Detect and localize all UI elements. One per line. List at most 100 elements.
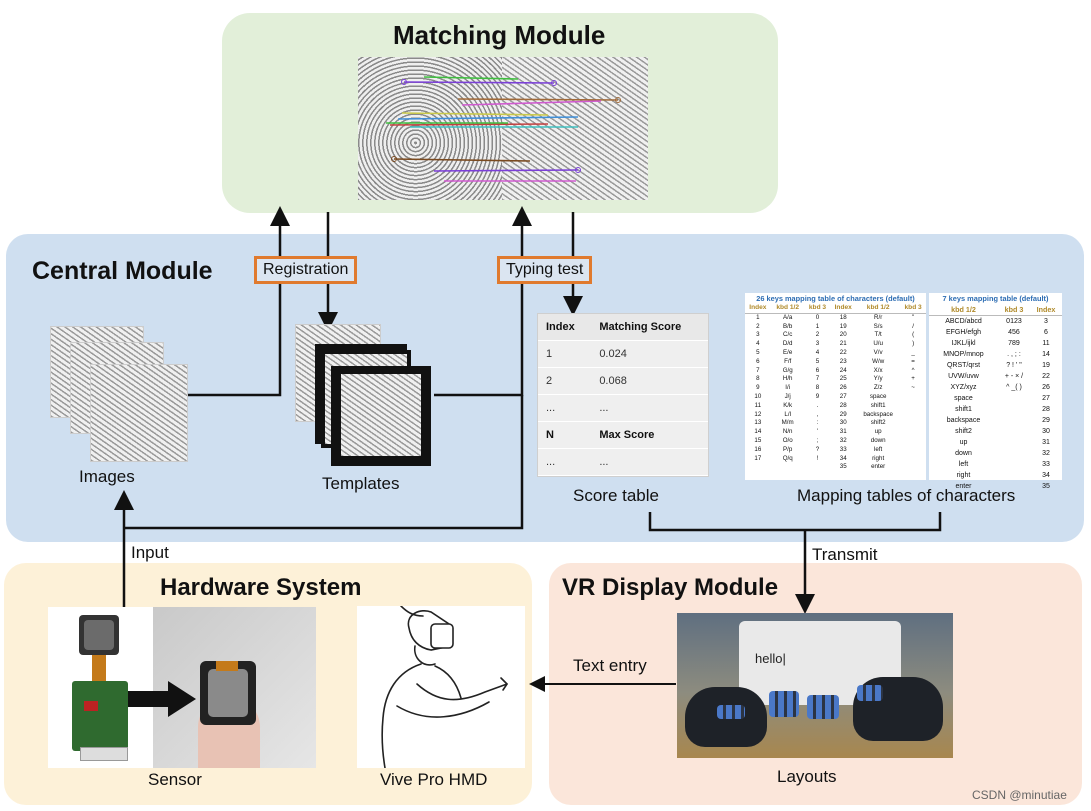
- table-cell: left: [874, 445, 883, 453]
- score-table-header-score: Matching Score: [591, 314, 708, 341]
- table-row: QRST/qrst? ! ' "19: [929, 360, 1062, 371]
- table-cell: 11: [754, 401, 762, 409]
- table-cell: =: [911, 357, 915, 365]
- fingerprint-templates-stack: [295, 324, 440, 466]
- table-cell: ^: [911, 366, 915, 374]
- table-cell: B/b: [783, 322, 793, 330]
- table-cell: 13: [754, 419, 762, 427]
- table-cell: ,: [816, 410, 819, 418]
- table-cell: W/w: [872, 357, 885, 365]
- table-cell: [998, 393, 1030, 404]
- table-cell: left: [958, 461, 969, 468]
- score-table-caption: Score table: [573, 486, 659, 505]
- table-cell: 29: [839, 410, 847, 418]
- table-cell: 19: [839, 322, 847, 330]
- table-cell: [998, 415, 1030, 426]
- table-cell: 22: [1042, 373, 1050, 380]
- table-cell: 0: [815, 313, 820, 321]
- table-cell: 4: [756, 340, 760, 348]
- table-cell: 31: [839, 428, 847, 436]
- table-cell: 8: [815, 384, 820, 392]
- table-cell: [900, 419, 926, 428]
- table-cell: 1: [756, 313, 760, 321]
- table-cell: :: [816, 419, 819, 427]
- table-cell: 0123: [1006, 318, 1022, 325]
- table-cell: 10: [754, 392, 762, 400]
- sensor-label: Sensor: [148, 770, 202, 789]
- table-cell: ": [912, 313, 915, 321]
- table-cell: 25: [839, 375, 847, 383]
- table-cell: +: [911, 375, 915, 383]
- table-cell: 5: [815, 357, 820, 365]
- table-cell: 8: [756, 375, 760, 383]
- table-cell: D/d: [782, 340, 793, 348]
- layouts-label: Layouts: [777, 767, 837, 786]
- vr-layout-screenshot: hello|: [677, 613, 953, 758]
- table-cell: [805, 463, 831, 472]
- table-cell: ~: [911, 384, 915, 392]
- transmit-label: Transmit: [812, 545, 878, 564]
- table-cell: 3: [815, 340, 820, 348]
- table-header-cell: kbd 1/2: [856, 304, 901, 314]
- table-cell: backspace: [946, 417, 981, 424]
- table-row: N Max Score: [538, 421, 708, 449]
- table-cell: enter: [955, 483, 972, 490]
- table-cell: space: [954, 395, 973, 402]
- table-cell: [998, 426, 1030, 437]
- table-cell: !: [816, 454, 819, 462]
- match-lines: [386, 76, 621, 182]
- table-cell: 6: [1044, 329, 1048, 336]
- table-cell: E/e: [783, 348, 793, 356]
- table-cell: 27: [1042, 395, 1050, 402]
- table-cell: + - × /: [1004, 373, 1024, 380]
- table-header-cell: kbd 1/2: [770, 304, 805, 314]
- table-cell: P/p: [783, 445, 793, 453]
- typing-test-label: Typing test: [497, 256, 593, 284]
- table-cell: Max Score: [591, 421, 708, 449]
- person-with-hmd-sketch: [381, 606, 508, 768]
- table-cell: ...: [591, 394, 708, 422]
- table-cell: 6: [815, 366, 820, 374]
- table-cell: ): [912, 340, 915, 348]
- table-header-cell: kbd 3: [804, 304, 831, 314]
- table-cell: 2: [815, 331, 820, 339]
- table-cell: [998, 404, 1030, 415]
- table-cell: /: [912, 322, 914, 330]
- registration-label: Registration: [254, 256, 358, 284]
- table-cell: [998, 437, 1030, 448]
- watermark: CSDN @minutiae: [972, 788, 1067, 802]
- table-cell: Q/q: [782, 454, 793, 462]
- table-row: UVW/uvw+ - × /22: [929, 371, 1062, 382]
- table-cell: 30: [839, 419, 847, 427]
- fingerprint-images-stack: [50, 326, 190, 462]
- table-cell: M/m: [781, 419, 794, 427]
- vr-display-module-title: VR Display Module: [562, 574, 779, 601]
- text-entry-label: Text entry: [573, 656, 647, 675]
- table-cell: 32: [839, 436, 847, 444]
- table-cell: 7: [815, 375, 820, 383]
- matching-module-title: Matching Module: [393, 20, 606, 50]
- table-cell: MNOP/mnop: [943, 351, 984, 358]
- table-cell: Z/z: [873, 384, 883, 392]
- table-cell: space: [869, 392, 887, 400]
- table-cell: 1: [538, 340, 592, 368]
- table-cell: 28: [839, 401, 847, 409]
- table-cell: down: [955, 450, 972, 457]
- table-cell: [900, 402, 926, 411]
- table-cell: 7: [756, 366, 760, 374]
- table-cell: 24: [839, 366, 847, 374]
- table-header-cell: Index: [830, 304, 857, 314]
